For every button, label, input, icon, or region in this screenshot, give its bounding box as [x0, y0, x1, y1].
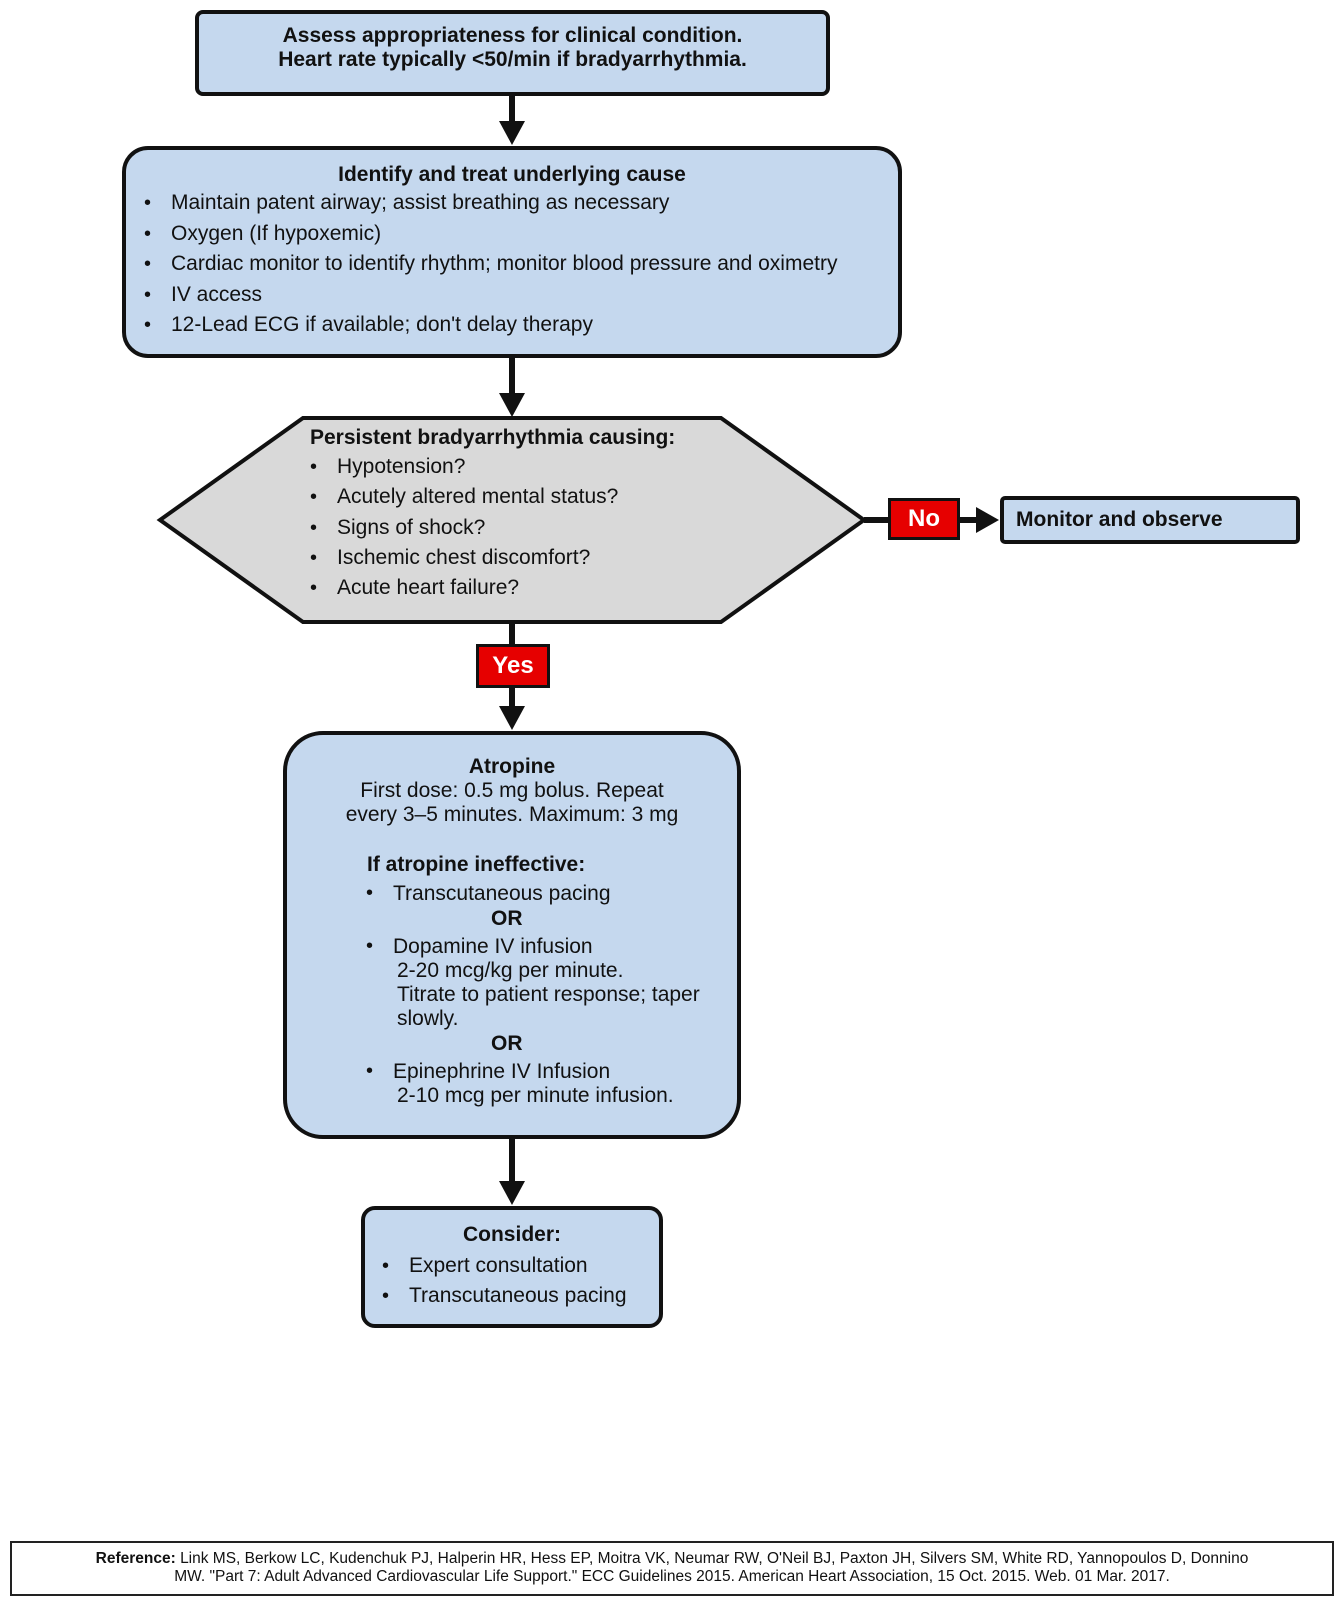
option-dopamine: Dopamine IV infusion [366, 934, 737, 959]
option-list-1: Transcutaneous pacing [287, 881, 737, 906]
decision-item: Ischemic chest discomfort? [310, 543, 675, 574]
arrowhead-atropine [499, 706, 525, 730]
identify-item: Cardiac monitor to identify rhythm; moni… [144, 249, 898, 280]
reference-label: Reference: [95, 1550, 176, 1567]
consider-title: Consider: [462, 1223, 561, 1246]
atropine-title: Atropine [468, 755, 556, 778]
identify-item: Oxygen (If hypoxemic) [144, 219, 898, 250]
arrowhead-consider [499, 1181, 525, 1205]
option-list-3: Epinephrine IV Infusion [287, 1059, 737, 1084]
decision-item: Acutely altered mental status? [310, 482, 675, 513]
yes-label: Yes [476, 644, 550, 688]
dopamine-detail-2: Titrate to patient response; taper [397, 983, 700, 1006]
dopamine-detail-1: 2-20 mcg/kg per minute. [397, 959, 624, 982]
assess-line-2: Heart rate typically <50/min if bradyarr… [278, 48, 747, 71]
identify-item: 12-Lead ECG if available; don't delay th… [144, 310, 898, 341]
identify-list: Maintain patent airway; assist breathing… [126, 188, 898, 341]
reference-line-2: MW. "Part 7: Adult Advanced Cardiovascul… [174, 1568, 1170, 1585]
assess-line-1: Assess appropriateness for clinical cond… [282, 24, 743, 47]
epinephrine-detail: 2-10 mcg per minute infusion. [397, 1084, 674, 1107]
reference-text-1: Link MS, Berkow LC, Kudenchuk PJ, Halper… [180, 1550, 1249, 1567]
identify-item: Maintain patent airway; assist breathing… [144, 188, 898, 219]
decision-content: Persistent bradyarrhythmia causing: Hypo… [310, 424, 676, 604]
identify-box: Identify and treat underlying cause Main… [122, 146, 902, 358]
atropine-ineffective-title: If atropine ineffective: [367, 853, 586, 876]
assess-box: Assess appropriateness for clinical cond… [195, 10, 830, 96]
decision-item: Signs of shock? [310, 513, 675, 544]
consider-list: Expert consultation Transcutaneous pacin… [365, 1251, 659, 1311]
or-separator: OR [491, 907, 523, 930]
monitor-text: Monitor and observe [1016, 508, 1223, 531]
arrowhead-decision [499, 393, 525, 417]
decision-list: Hypotension? Acutely altered mental stat… [310, 452, 675, 604]
no-label: No [888, 498, 960, 540]
atropine-dose-line-2: every 3–5 minutes. Maximum: 3 mg [345, 803, 679, 826]
arrowhead-monitor [976, 507, 999, 533]
option-list-2: Dopamine IV infusion [287, 934, 737, 959]
atropine-dose-line-1: First dose: 0.5 mg bolus. Repeat [360, 779, 664, 802]
identify-item: IV access [144, 280, 898, 311]
decision-item: Hypotension? [310, 452, 675, 483]
option-transcutaneous-pacing: Transcutaneous pacing [366, 881, 737, 906]
reference-line-1: Reference: Link MS, Berkow LC, Kudenchuk… [12, 1550, 1332, 1568]
or-separator: OR [491, 1032, 523, 1055]
arrowhead-identify [499, 121, 525, 145]
decision-title: Persistent bradyarrhythmia causing: [310, 426, 676, 449]
monitor-box: Monitor and observe [1000, 496, 1300, 544]
consider-box: Consider: Expert consultation Transcutan… [361, 1206, 663, 1328]
consider-item: Transcutaneous pacing [382, 1281, 659, 1311]
option-epinephrine: Epinephrine IV Infusion [366, 1059, 737, 1084]
identify-title: Identify and treat underlying cause [338, 163, 686, 186]
reference-box: Reference: Link MS, Berkow LC, Kudenchuk… [10, 1541, 1334, 1596]
dopamine-detail-3: slowly. [397, 1007, 459, 1030]
decision-item: Acute heart failure? [310, 573, 675, 604]
atropine-box: Atropine First dose: 0.5 mg bolus. Repea… [283, 731, 741, 1139]
consider-item: Expert consultation [382, 1251, 659, 1281]
